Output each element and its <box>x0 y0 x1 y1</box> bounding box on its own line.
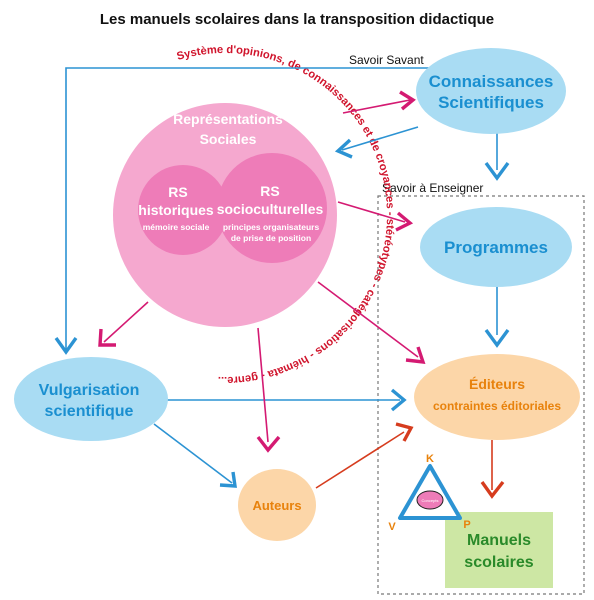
connaissances-scientifiques-node <box>416 48 566 134</box>
triangle-p-label: P <box>463 519 470 531</box>
connector-auteurs-to-editeurs <box>315 431 405 489</box>
connector-vulgarisation-to-auteurs <box>153 423 233 484</box>
vulgarisation-scientifique-node <box>14 357 168 441</box>
rs-title-line2: Sociales <box>200 131 257 147</box>
connaissances-line1: Connaissances <box>429 72 554 91</box>
triangle-v-label: V <box>388 521 396 533</box>
rs-historiques-line2: historiques <box>138 202 214 218</box>
arrowhead-editeurs-in-from-programmes <box>484 328 510 348</box>
arrowhead-vulgarisation-in <box>54 337 78 355</box>
concepts-label: Concepts <box>422 498 439 503</box>
editeurs-line2: contraintes éditoriales <box>433 399 561 413</box>
diagram-title: Les manuels scolaires dans la transposit… <box>100 11 494 28</box>
arrowhead-editeurs-in-from-vulgarisation <box>390 388 407 412</box>
arrowhead-manuels-in <box>480 480 505 499</box>
arrowhead-editeurs-in-from-auteurs <box>395 422 414 442</box>
rs-socioculturelles-circle <box>217 153 327 263</box>
triangle-k-label: K <box>426 453 434 465</box>
vulgarisation-line2: scientifique <box>45 403 134 420</box>
arrowhead-connaissances-in-from-rs <box>399 90 416 111</box>
programmes-node <box>420 207 572 287</box>
connector-rs-to-vulgarisation <box>103 301 149 343</box>
manuels-scolaires-node <box>445 512 553 588</box>
manuels-line2: scolaires <box>464 554 533 571</box>
savoir-enseigner-label: Savoir à Enseigner <box>382 181 483 195</box>
rs-socioculturelles-sub2: de prise de position <box>231 233 311 243</box>
arrowhead-vulgarisation-in-from-rs <box>98 328 116 347</box>
rs-historiques-circle <box>138 165 228 255</box>
arrowhead-programmes-in <box>484 161 510 181</box>
savoir-enseigner-frame <box>377 195 585 595</box>
connaissances-line2: Scientifiques <box>438 93 544 112</box>
connector-savant-to-vulgarisation <box>65 67 435 350</box>
rs-socioculturelles-line1: RS <box>260 183 279 199</box>
arrowhead-rs-in-from-connaissances <box>334 138 353 159</box>
rs-historiques-sub: mémoire sociale <box>143 222 210 232</box>
rs-title-line1: Représentations <box>173 111 283 127</box>
editeurs-line1: Éditeurs <box>469 376 525 392</box>
programmes-label: Programmes <box>444 238 548 257</box>
connector-rs-to-connaissances <box>342 99 411 114</box>
savoir-savant-label: Savoir Savant <box>349 53 424 67</box>
auteurs-label: Auteurs <box>252 498 301 513</box>
vulgarisation-line1: Vulgarisation <box>39 382 140 399</box>
rs-socioculturelles-sub1: principes organisateurs <box>223 222 320 232</box>
arrowhead-programmes-in-from-rs <box>395 211 414 232</box>
arrowhead-auteurs-in-from-rs <box>256 435 281 453</box>
auteurs-node <box>238 469 316 541</box>
arrowhead-editeurs-in-from-rs <box>405 346 426 365</box>
editeurs-node <box>414 354 580 440</box>
connector-rs-to-editeurs <box>317 281 419 358</box>
connector-connaissances-to-rs <box>341 126 419 151</box>
arrowhead-auteurs-in-from-vulgarisation <box>219 471 237 488</box>
connector-rs-to-auteurs <box>257 327 269 443</box>
concepts-ellipse <box>416 490 444 510</box>
connector-rs-to-programmes <box>337 201 406 223</box>
rs-historiques-line1: RS <box>168 184 187 200</box>
rs-socioculturelles-line2: socioculturelles <box>217 201 324 217</box>
manuels-line1: Manuels <box>467 532 531 549</box>
